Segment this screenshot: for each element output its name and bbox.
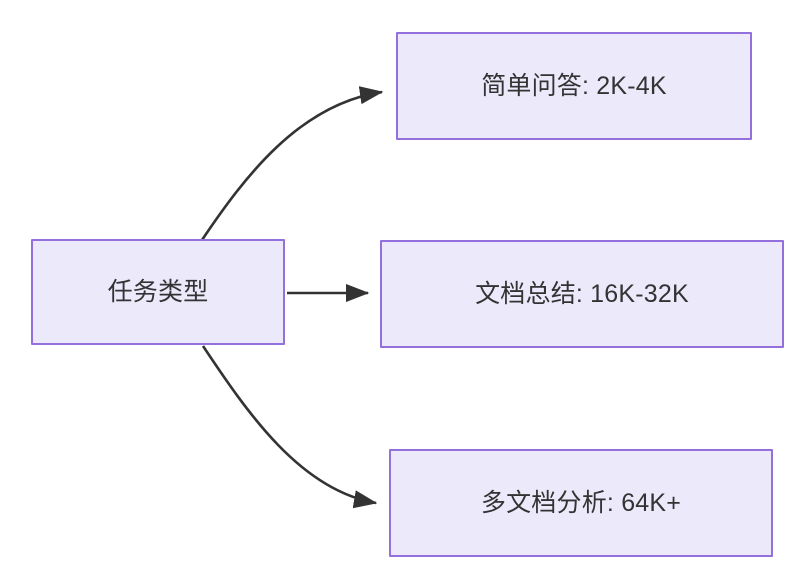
- node-simple-qa-label: 简单问答: 2K-4K: [481, 72, 667, 100]
- node-multi-doc-label: 多文档分析: 64K+: [480, 489, 682, 517]
- node-doc-summary-label: 文档总结: 16K-32K: [475, 280, 689, 308]
- node-doc-summary[interactable]: 文档总结: 16K-32K: [380, 240, 784, 348]
- node-task-type[interactable]: 任务类型: [31, 239, 285, 345]
- node-simple-qa[interactable]: 简单问答: 2K-4K: [396, 32, 752, 140]
- edge-source-to-simple-qa: [200, 86, 384, 241]
- node-multi-doc[interactable]: 多文档分析: 64K+: [389, 449, 773, 557]
- node-task-type-label: 任务类型: [107, 278, 209, 306]
- edge-source-to-multi-doc: [201, 345, 378, 509]
